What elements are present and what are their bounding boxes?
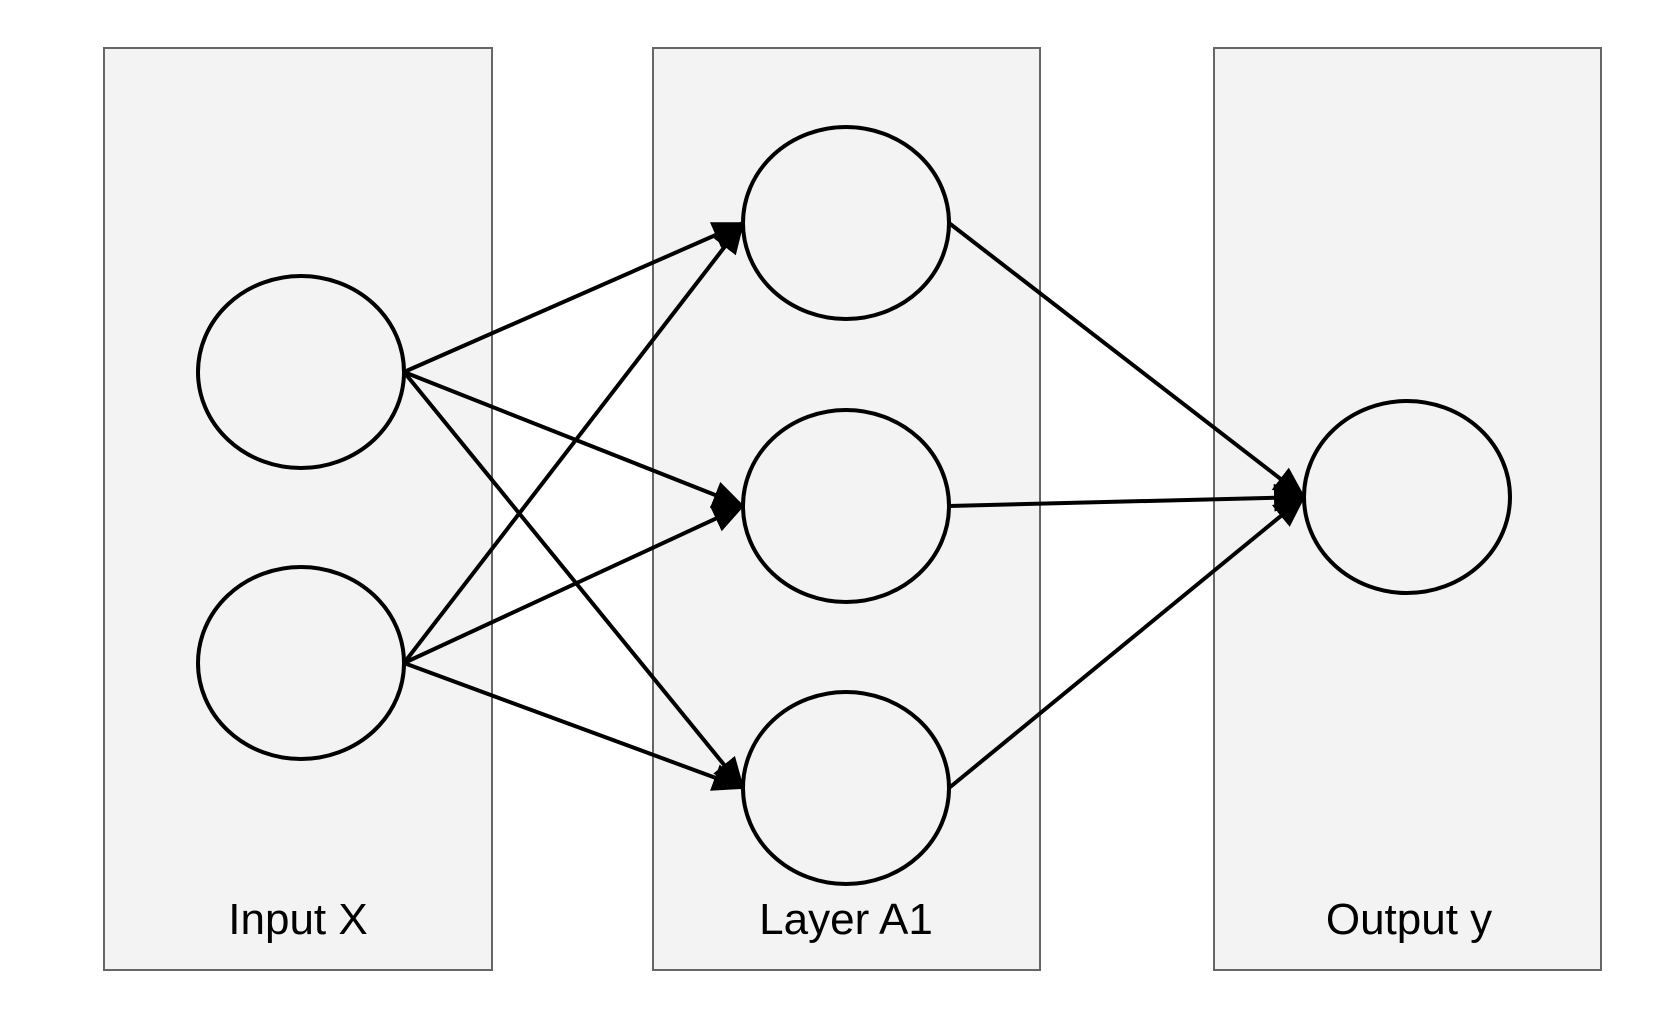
arrow-input-2-to-hidden-1: [402, 221, 745, 665]
output-neuron-1: [1302, 399, 1512, 595]
connections: [402, 221, 1306, 791]
layer-labels: Input X Layer A1 Output y: [228, 895, 1492, 944]
arrow-hidden-2-to-output-1: [948, 483, 1306, 512]
hidden-neuron-1: [741, 125, 951, 321]
input-layer-label: Input X: [228, 895, 367, 944]
input-layer-box: [103, 47, 493, 971]
arrow-hidden-1-to-output-1: [947, 221, 1306, 499]
hidden-neuron-2: [741, 408, 951, 604]
hidden-neuron-3: [741, 690, 951, 886]
hidden-layer-label: Layer A1: [759, 895, 933, 944]
input-neuron-2: [196, 565, 406, 761]
input-neuron-1: [196, 274, 406, 470]
arrow-hidden-3-to-output-1: [947, 495, 1306, 790]
arrow-input-1-to-hidden-2: [403, 370, 745, 508]
output-layer-label: Output y: [1326, 895, 1492, 944]
arrow-input-2-to-hidden-2: [403, 504, 745, 665]
arrow-input-1-to-hidden-3: [402, 370, 745, 790]
neurons: [196, 125, 1512, 886]
arrow-input-1-to-hidden-1: [403, 221, 745, 374]
arrow-input-2-to-hidden-3: [403, 661, 745, 791]
